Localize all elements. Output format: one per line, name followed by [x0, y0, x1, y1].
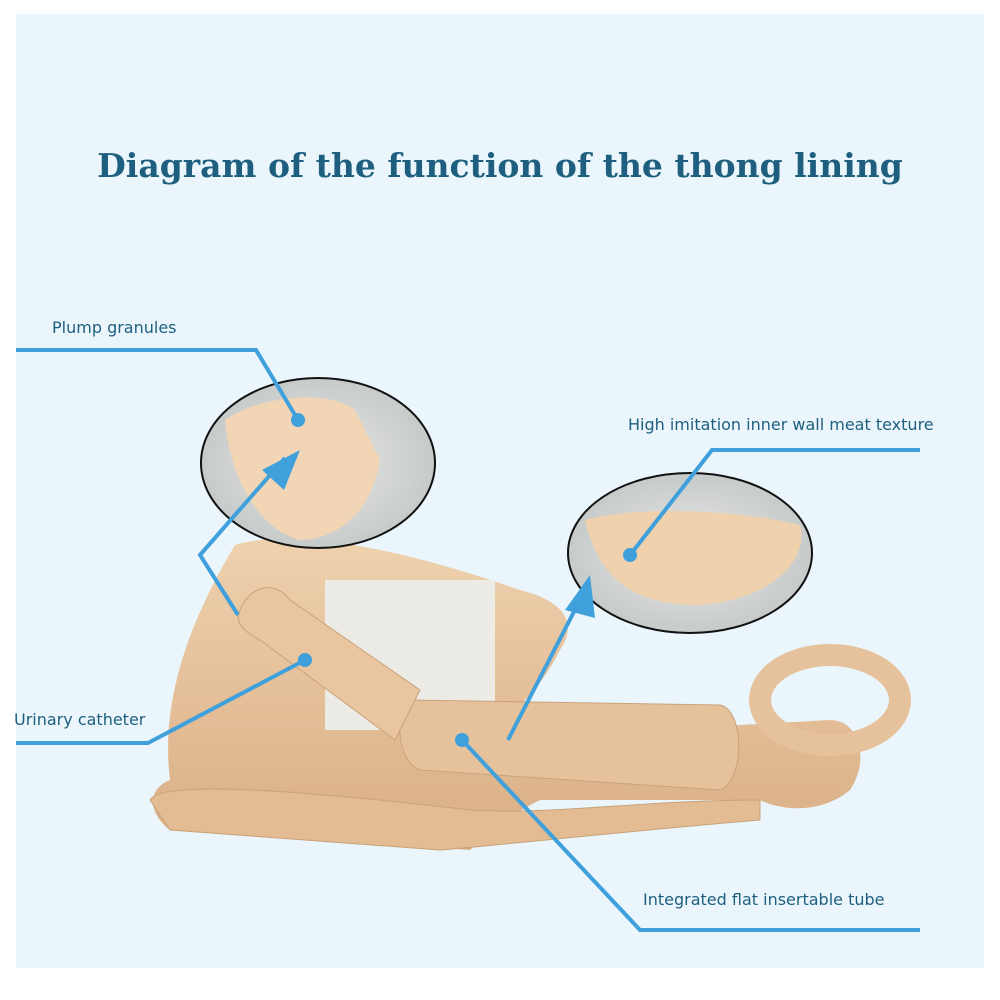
- diagram-title: Diagram of the function of the thong lin…: [97, 146, 903, 185]
- wall-sample: [585, 510, 802, 605]
- leader-lines: [16, 348, 920, 932]
- arrowheads: [262, 450, 595, 618]
- label-plump-granules: Plump granules: [52, 318, 177, 337]
- tube-ring: [749, 644, 911, 756]
- label-urinary-catheter: Urinary catheter: [14, 710, 146, 729]
- label-inner-wall: High imitation inner wall meat texture: [628, 415, 934, 434]
- catheter: [237, 587, 421, 741]
- leader-dots: [291, 413, 637, 747]
- granule-sample: [225, 397, 380, 540]
- label-insertable-tube: Integrated flat insertable tube: [643, 890, 885, 909]
